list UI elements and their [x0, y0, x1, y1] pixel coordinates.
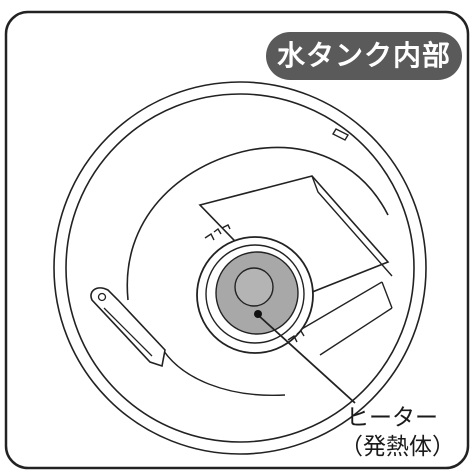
latch-pin — [97, 292, 107, 302]
shelf-edge — [311, 175, 393, 277]
callout-line-2: （発熱体） — [340, 434, 455, 460]
rim-mark — [332, 128, 349, 141]
tank-rim-inner — [65, 93, 415, 443]
heater-leader-line — [257, 314, 356, 404]
heater-leader-dot — [254, 310, 262, 318]
channel-line-2 — [319, 307, 393, 356]
callout-line-1: ヒーター — [346, 405, 438, 431]
heater-callout: ヒーター （発熱体） — [340, 404, 470, 462]
float-latch — [90, 287, 166, 368]
shelf-marking-lower — [287, 329, 305, 343]
heater-center — [234, 267, 274, 307]
inner-wall-lower — [159, 344, 286, 397]
title-badge: 水タンク内部 — [266, 32, 462, 80]
channel-line-3 — [381, 281, 393, 309]
channel-line-1 — [299, 281, 383, 331]
float-latch-inner — [103, 307, 153, 357]
inner-wall — [126, 146, 389, 301]
shelf-marking-upper — [204, 224, 231, 241]
tank-rim-outer — [53, 81, 427, 455]
